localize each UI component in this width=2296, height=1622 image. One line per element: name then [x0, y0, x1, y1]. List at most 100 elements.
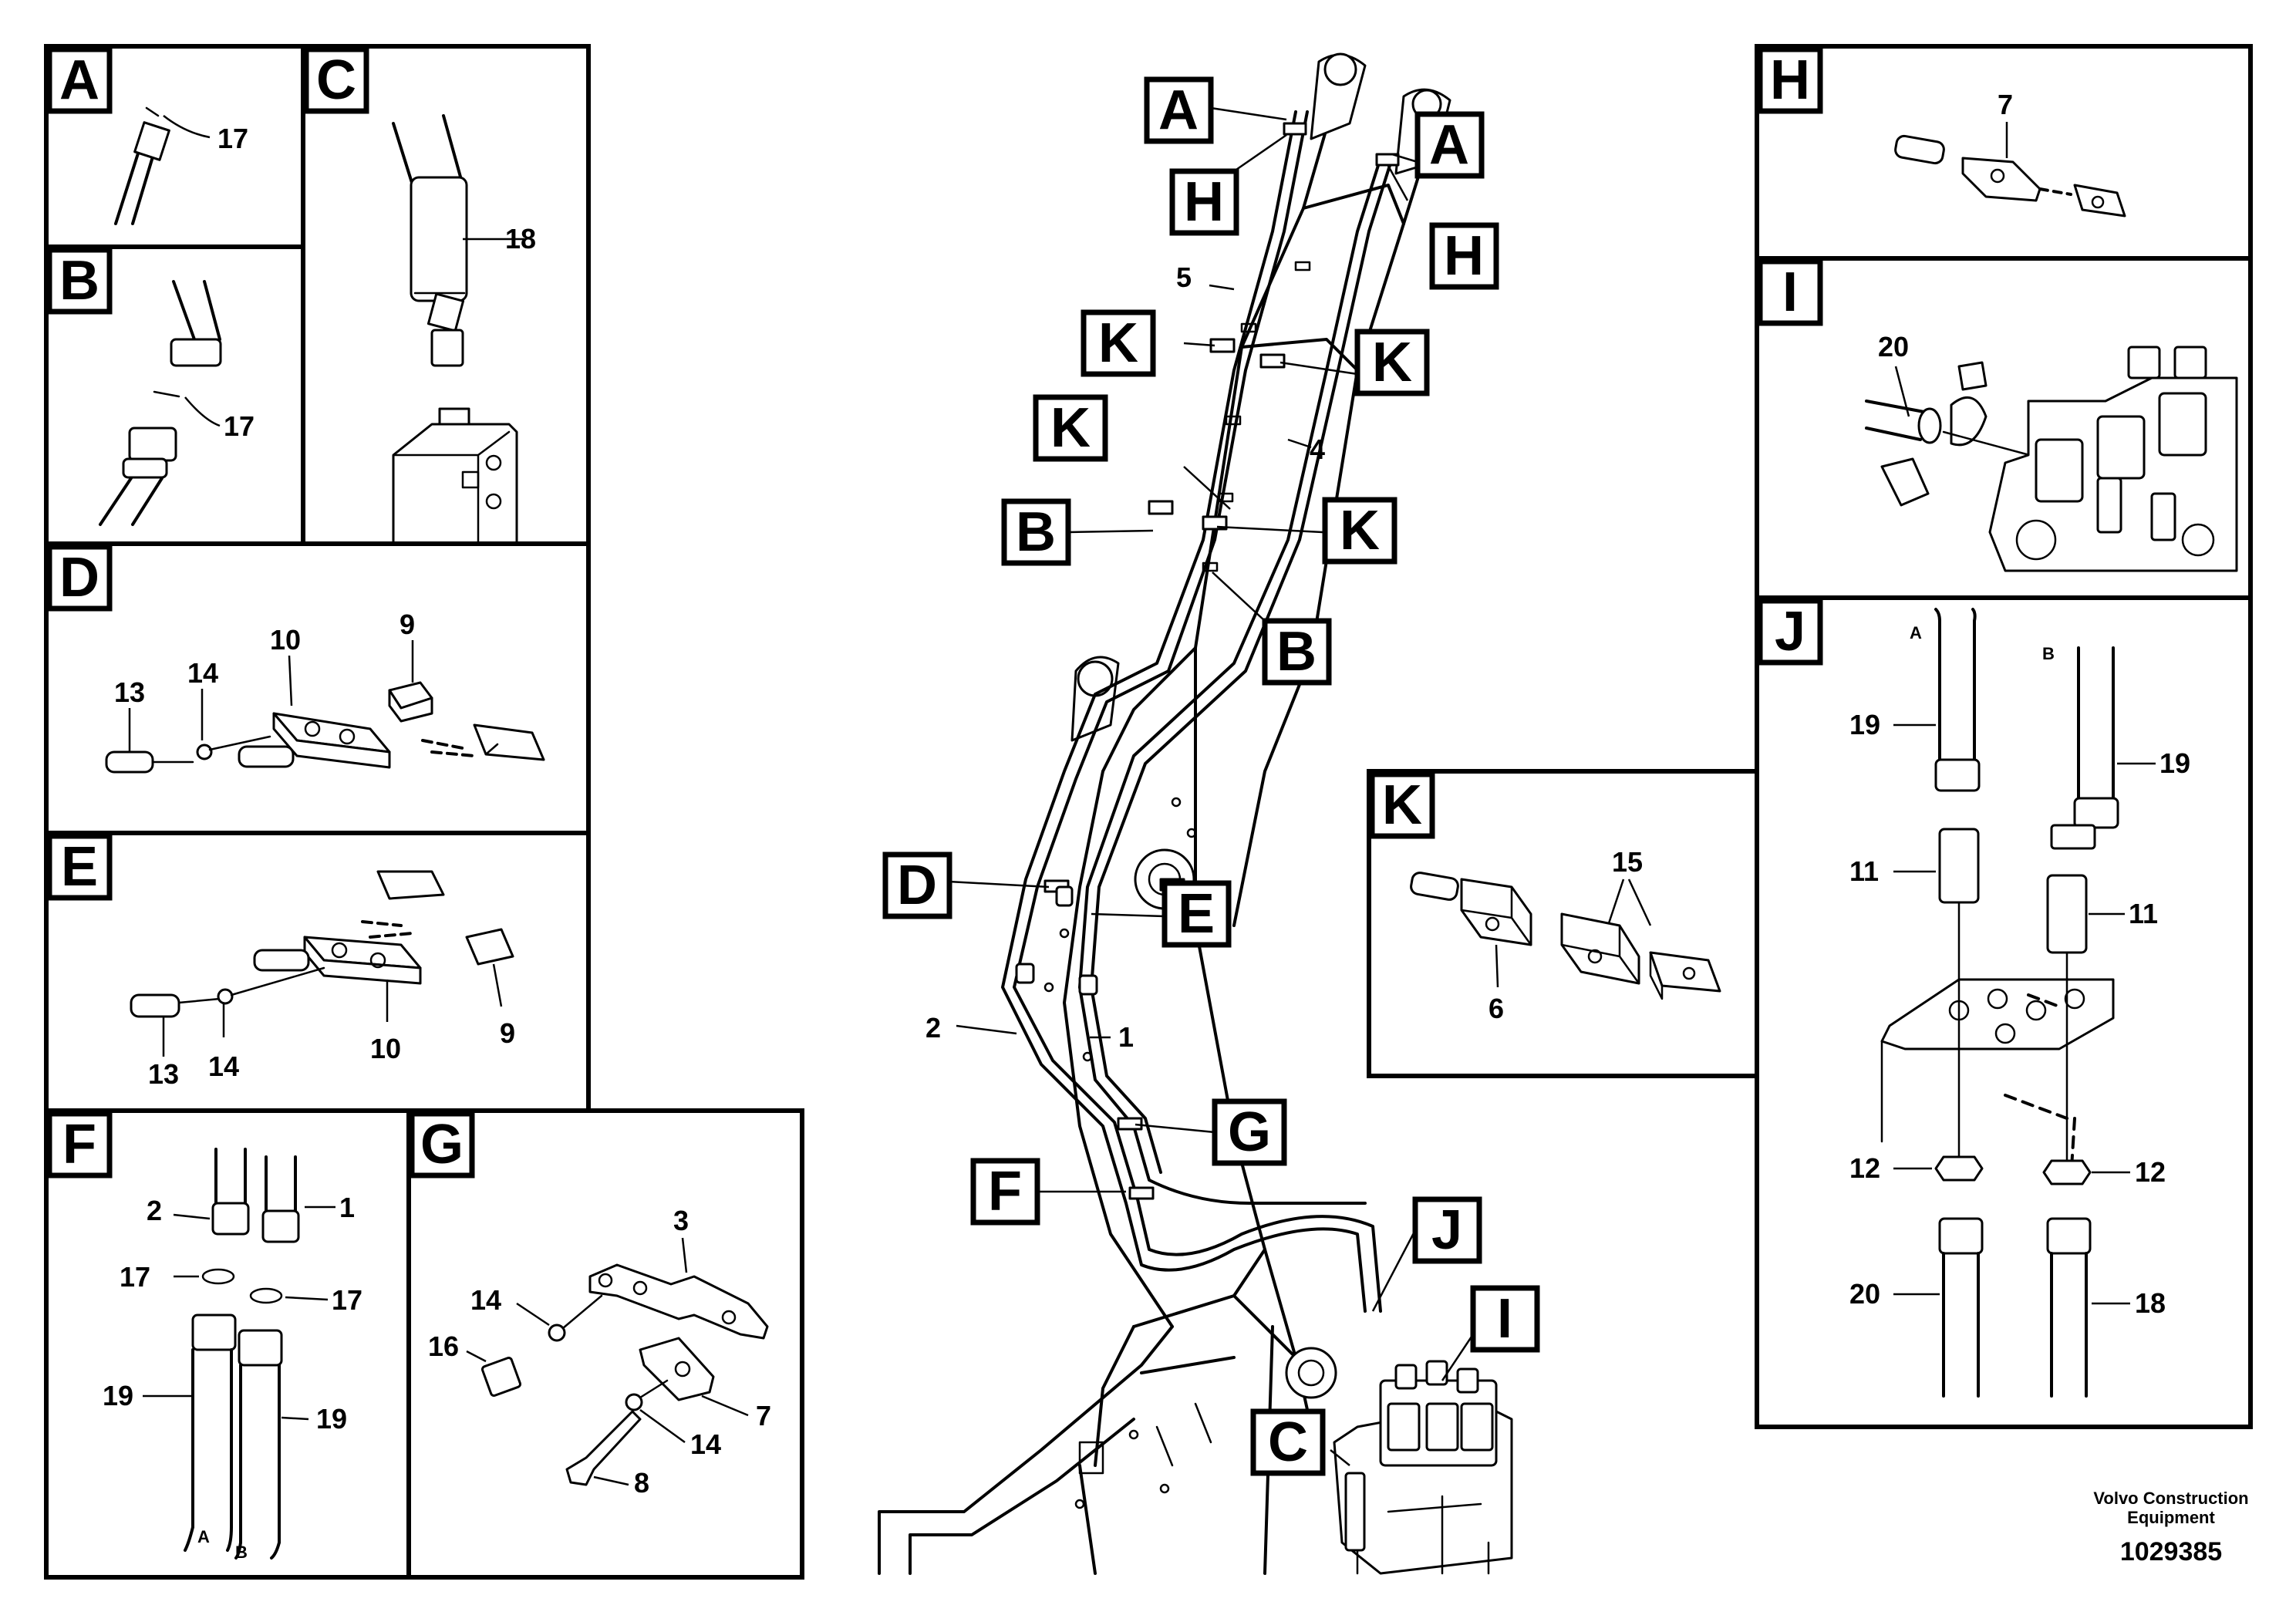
panel-k: K 15 6: [1367, 769, 1759, 1078]
panel-a-letter: A: [59, 49, 99, 111]
svg-text:H: H: [1184, 171, 1224, 233]
panel-f: F 2 1 17 17 19 19 A B: [44, 1108, 411, 1580]
svg-text:G: G: [1228, 1101, 1271, 1163]
main-tag-i: I: [1470, 1285, 1540, 1353]
svg-text:K: K: [1372, 332, 1412, 393]
panel-f-callout-2: 2: [147, 1195, 162, 1226]
main-tag-k-4: K: [1322, 497, 1397, 565]
svg-text:A: A: [1429, 114, 1469, 176]
control-valve: [1333, 1360, 1513, 1575]
panel-j-callout-11b: 11: [2129, 898, 2158, 929]
panel-e-callout-10: 10: [370, 1033, 401, 1064]
panel-d-callout-14: 14: [187, 657, 218, 689]
main-tag-b-1: B: [1001, 498, 1071, 566]
panel-d-letter: D: [59, 547, 99, 609]
main-tag-e: E: [1161, 880, 1232, 948]
document-number: 1029385: [2120, 1537, 2222, 1566]
panel-g-callout-8: 8: [634, 1467, 649, 1499]
panel-j-callout-18: 18: [2135, 1287, 2166, 1319]
panel-i-letter: I: [1782, 261, 1798, 323]
svg-text:F: F: [988, 1161, 1022, 1222]
main-callout-5: 5: [1176, 261, 1192, 293]
svg-text:D: D: [897, 855, 937, 916]
panel-f-end-b: B: [235, 1543, 248, 1562]
svg-text:E: E: [1178, 883, 1215, 945]
panel-b-letter: B: [59, 250, 99, 312]
panel-j-callout-11a: 11: [1849, 855, 1879, 887]
panel-b: B 17: [44, 244, 305, 546]
panel-h-callout-7: 7: [1998, 89, 2013, 120]
panel-f-callout-1: 1: [339, 1192, 355, 1223]
base-frame: [878, 1248, 1337, 1575]
svg-text:B: B: [1016, 501, 1056, 563]
panel-g-callout-14a: 14: [470, 1284, 501, 1316]
main-tag-k-1: K: [1081, 309, 1156, 377]
panel-e-callout-13: 13: [148, 1058, 179, 1090]
main-leaders: [948, 106, 1475, 1466]
panel-f-callout-19b: 19: [316, 1403, 347, 1435]
main-tag-f: F: [970, 1158, 1040, 1226]
panel-e-callout-14: 14: [208, 1050, 239, 1082]
panel-f-callout-17a: 17: [120, 1261, 150, 1293]
main-tag-j: J: [1412, 1196, 1482, 1264]
panel-f-callout-17b: 17: [332, 1284, 362, 1316]
company-name-line1: Volvo Construction: [2093, 1489, 2248, 1508]
panel-f-letter: F: [62, 1114, 96, 1175]
panel-g-callout-7: 7: [756, 1400, 771, 1431]
company-name-line2: Equipment: [2127, 1508, 2215, 1527]
panel-a: A 17: [44, 44, 305, 249]
panel-a-callout-1: 17: [217, 123, 248, 154]
panel-k-callout-6: 6: [1489, 993, 1504, 1024]
panel-j-letter: J: [1775, 601, 1805, 663]
panel-j-end-b: B: [2042, 644, 2055, 663]
panel-e-callout-9: 9: [500, 1017, 515, 1049]
svg-text:B: B: [1276, 621, 1317, 683]
main-callout-4: 4: [1310, 433, 1325, 465]
panel-c-callout-1: 18: [505, 223, 536, 255]
main-tag-d: D: [882, 851, 952, 919]
svg-text:A: A: [1158, 79, 1199, 141]
panel-g-callout-16: 16: [428, 1330, 459, 1362]
panel-j-callout-12a: 12: [1849, 1152, 1880, 1184]
main-callout-2: 2: [925, 1012, 941, 1044]
main-callout-1: 1: [1118, 1021, 1134, 1053]
panel-h: H 7: [1755, 44, 2253, 261]
svg-text:H: H: [1444, 225, 1484, 287]
main-tag-h-2: H: [1429, 222, 1499, 290]
main-tag-b-2: B: [1262, 618, 1332, 686]
panel-b-callout-1: 17: [224, 410, 255, 442]
panel-j-callout-20: 20: [1849, 1278, 1880, 1310]
panel-h-letter: H: [1770, 49, 1810, 111]
svg-text:K: K: [1340, 500, 1380, 561]
panel-k-callout-15: 15: [1612, 846, 1643, 878]
main-tag-h-1: H: [1169, 168, 1239, 236]
panel-g-callout-3: 3: [673, 1205, 689, 1236]
panel-g: G 3 14 16 7 14 8: [406, 1108, 804, 1580]
main-tag-k-2: K: [1354, 329, 1430, 396]
panel-d-callout-9: 9: [400, 609, 415, 640]
main-tag-k-3: K: [1033, 394, 1108, 462]
panel-k-letter: K: [1382, 774, 1422, 836]
panel-j-end-a: A: [1910, 623, 1922, 642]
panel-f-end-a: A: [197, 1527, 210, 1546]
panel-i-callout-20: 20: [1878, 331, 1909, 363]
svg-text:J: J: [1431, 1199, 1462, 1261]
panel-g-letter: G: [420, 1114, 464, 1175]
panel-e-letter: E: [61, 836, 98, 898]
panel-j-callout-12b: 12: [2135, 1156, 2166, 1188]
panel-c-letter: C: [316, 49, 356, 111]
svg-text:C: C: [1268, 1411, 1308, 1473]
panel-j-callout-19a: 19: [1849, 709, 1880, 740]
panel-e: E 13 14 10 9: [44, 831, 591, 1113]
panel-f-callout-19a: 19: [103, 1380, 133, 1411]
svg-text:K: K: [1050, 397, 1091, 459]
main-tag-a-2: A: [1414, 111, 1485, 179]
panel-j: J A B 19 19 11 11 12 12 20 18: [1755, 595, 2253, 1429]
panel-c: C 18: [301, 44, 591, 546]
main-tag-g: G: [1212, 1098, 1287, 1166]
svg-text:I: I: [1497, 1288, 1512, 1350]
panel-d-callout-13: 13: [114, 676, 145, 708]
panel-g-callout-14b: 14: [690, 1428, 721, 1460]
panel-d-callout-10: 10: [270, 624, 301, 656]
